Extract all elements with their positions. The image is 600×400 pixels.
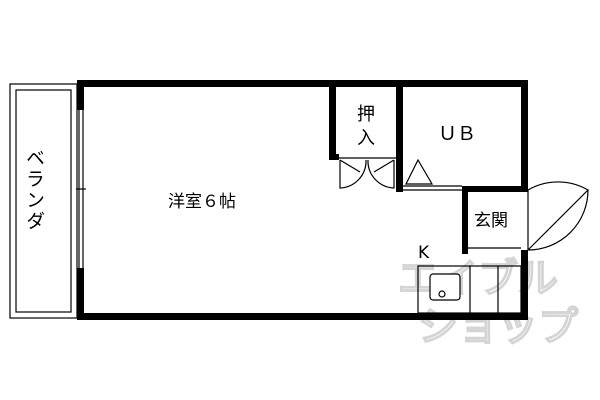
kitchen-sink: [429, 273, 461, 301]
veranda-inner-rail: [15, 89, 72, 313]
wall-right-lower: [521, 250, 528, 320]
balcony-window: [76, 110, 86, 268]
outer-walls: [77, 80, 528, 320]
entrance-door-swing: [527, 181, 589, 251]
bath-door: [405, 158, 434, 185]
label-veranda: ベランダ: [23, 148, 45, 232]
entrance-wall-left: [462, 186, 468, 254]
wall-bottom: [77, 313, 528, 320]
wall-left-upper: [77, 80, 84, 110]
wall-right-upper: [521, 80, 528, 190]
wall-left-lower: [77, 268, 84, 320]
kitchen: [417, 265, 522, 314]
room-labels: ベランダ 洋室６帖 押 入 ＵＢ 玄関 K: [23, 104, 508, 263]
closet-wall-bottom-left: [329, 154, 339, 160]
watermark: エイブル ショップ: [397, 255, 578, 350]
closet-wall-right: [396, 80, 403, 192]
closet-door-left: [339, 159, 367, 189]
closet-wall-left: [329, 80, 336, 160]
label-entrance: 玄関: [474, 211, 508, 231]
unit-bath: [403, 158, 462, 191]
entrance: [462, 181, 589, 254]
label-unit-bath: ＵＢ: [438, 123, 476, 145]
label-western-room: 洋室６帖: [168, 192, 236, 212]
sink-drain: [438, 290, 446, 298]
veranda: [9, 83, 78, 319]
closet-door-right: [367, 159, 395, 189]
closet: [329, 80, 403, 192]
entrance-wall-top: [462, 186, 528, 192]
label-closet-2: 入: [357, 128, 375, 149]
label-kitchen: K: [418, 243, 430, 263]
watermark-line1: エイブル: [398, 256, 558, 302]
label-closet-1: 押: [357, 104, 375, 125]
veranda-outline: [9, 83, 78, 319]
wall-top: [77, 80, 528, 87]
